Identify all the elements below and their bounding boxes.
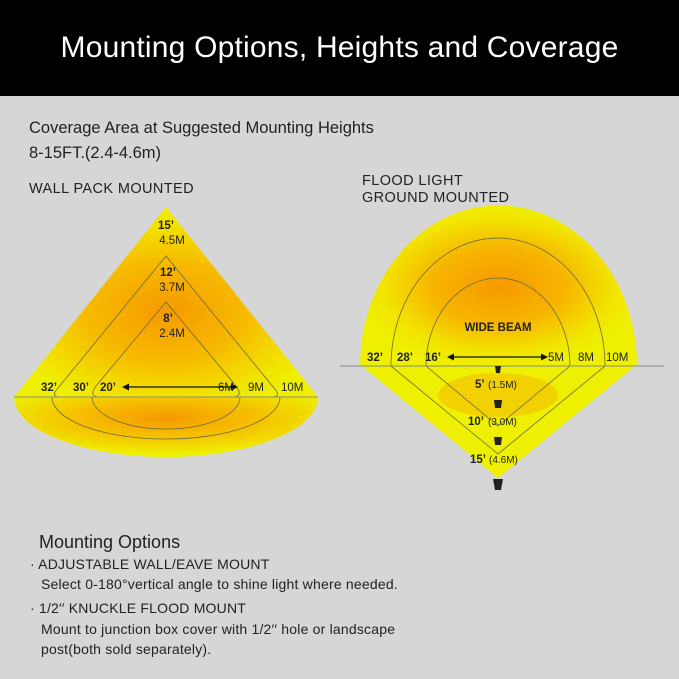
flood-light-coverage-area (360, 205, 637, 366)
flood-light-cone (362, 366, 635, 478)
flood-distance-ft-5: 5’ (475, 379, 485, 391)
mounting-option2-desc-line2: post(both sold separately). (41, 641, 212, 657)
coverage-title: Coverage Area at Suggested Mounting Heig… (29, 119, 374, 137)
flood-width-m-8: 8M (578, 352, 594, 364)
wall-pack-ground-area (14, 397, 318, 457)
flood-beam-label: WIDE BEAM (464, 322, 531, 334)
wall-pack-arc-outer (51, 396, 281, 440)
wall-pack-arrow-right-icon (231, 383, 238, 391)
mounting-option1-title: · ADJUSTABLE WALL/EAVE MOUNT (30, 556, 270, 572)
wall-width-ft-20: 20’ (100, 382, 116, 394)
flood-width-m-10: 10M (606, 352, 628, 364)
wall-width-m-10: 10M (281, 382, 303, 394)
page-title: Mounting Options, Heights and Coverage (60, 31, 619, 64)
flood-distance-m-5: (1.5M) (488, 380, 517, 391)
flood-ring-outer (390, 237, 606, 455)
wall-pack-diagram: 15’ 4.5M 12’ 3.7M 8’ 2.4M 32’ 30’ 20’ 6M… (14, 207, 318, 457)
wall-width-m-9: 9M (248, 382, 264, 394)
flood-fixture-top-icon (495, 366, 501, 373)
wall-height-ft-3: 8’ (163, 313, 173, 325)
wall-width-m-6: 6M (218, 382, 234, 394)
flood-arrow-right-icon (541, 353, 548, 361)
flood-distance-ft-15: 15’ (470, 454, 486, 466)
flood-distance-m-15: (4.6M) (489, 455, 518, 466)
flood-arrow-left-icon (447, 353, 454, 361)
coverage-range: 8-15FT.(2.4-4.6m) (29, 144, 162, 162)
wall-height-m-2: 3.7M (159, 282, 185, 294)
wall-height-m-1: 4.5M (159, 235, 185, 247)
wall-height-ft-1: 15’ (158, 220, 174, 232)
wall-pack-arc-inner (91, 396, 241, 430)
flood-ring-inner (425, 277, 571, 427)
mounting-option1-desc: Select 0-180°vertical angle to shine lig… (41, 576, 398, 592)
flood-distance-ft-10: 10’ (468, 416, 484, 428)
flood-fixture-10ft-icon (494, 437, 502, 445)
flood-light-label-line1: FLOOD LIGHT (362, 173, 464, 189)
wall-width-ft-30: 30’ (73, 382, 89, 394)
mounting-options-title: Mounting Options (39, 532, 181, 552)
wall-width-ft-32: 32’ (41, 382, 57, 394)
flood-width-m-5: 5M (548, 352, 564, 364)
flood-light-cone-glow (438, 373, 558, 417)
flood-width-ft-32: 32’ (367, 352, 383, 364)
flood-light-diagram: WIDE BEAM 32’ 28’ 16’ 5M 8M 10M 5’ (1.5M… (340, 205, 664, 490)
flood-fixture-15ft-icon (493, 479, 503, 490)
flood-light-label-line2: GROUND MOUNTED (362, 190, 510, 206)
wall-pack-arrow-left-icon (122, 383, 129, 391)
flood-fixture-5ft-icon (494, 400, 502, 408)
flood-width-ft-16: 16’ (425, 352, 441, 364)
wall-pack-label: WALL PACK MOUNTED (29, 181, 194, 197)
mounting-option2-desc-line1: Mount to junction box cover with 1/2′′ h… (41, 621, 396, 637)
header-bar: Mounting Options, Heights and Coverage (0, 0, 679, 96)
wall-height-ft-2: 12’ (160, 267, 176, 279)
flood-width-ft-28: 28’ (397, 352, 413, 364)
wall-height-m-3: 2.4M (159, 328, 185, 340)
flood-distance-m-10: (3.0M) (488, 417, 517, 428)
mounting-option2-title: · 1/2′′ KNUCKLE FLOOD MOUNT (30, 600, 247, 616)
